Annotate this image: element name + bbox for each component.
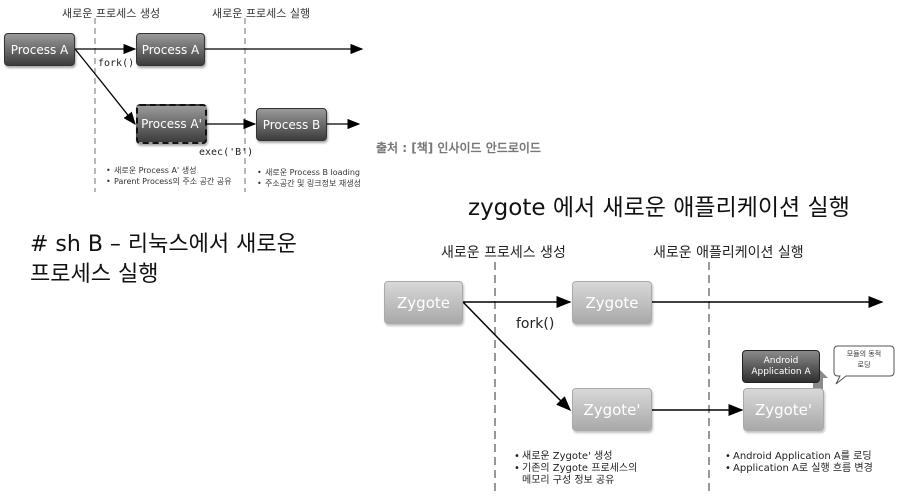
bottom-note-left-1: 새로운 Zygote' 생성 — [514, 451, 637, 463]
zygote-box-1: Zygote — [384, 281, 463, 324]
bottom-notes-left: 새로운 Zygote' 생성 기존의 Zygote 프로세스의 메모리 구성 정… — [512, 451, 637, 487]
bottom-header-create: 새로운 프로세스 생성 — [441, 245, 566, 261]
bottom-fork-label: fork() — [516, 316, 555, 332]
top-note-left-1: 새로운 Process A' 생성 — [106, 165, 232, 176]
callout-line-2: 로딩 — [857, 361, 871, 369]
top-exec-label: exec('B') — [199, 147, 254, 158]
callout-bubble-shape — [833, 345, 895, 385]
caption-left-line-2: 프로세스 실행 — [30, 262, 159, 287]
zygote-prime-box-1: Zygote' — [572, 388, 652, 431]
process-a-box-1: Process A — [4, 33, 75, 66]
bottom-note-right-2: Application A로 실행 흐름 변경 — [725, 463, 873, 475]
top-note-right-2: 주소공간 및 링크정보 재생성 — [257, 178, 361, 189]
bottom-header-exec: 새로운 애플리케이션 실행 — [653, 245, 804, 261]
bottom-note-left-2: 기존의 Zygote 프로세스의 — [514, 463, 637, 475]
callout-text: 모듈의 동적 로딩 — [836, 349, 892, 371]
process-aprime-box: Process A' — [136, 104, 207, 144]
top-notes-left: 새로운 Process A' 생성 Parent Process의 주소 공간 … — [104, 165, 232, 187]
caption-left-line-1: # sh B – 리눅스에서 새로운 — [30, 232, 297, 257]
zygote-box-2: Zygote — [572, 281, 652, 324]
bottom-notes-right: Android Application A를 로딩 Application A로… — [723, 451, 873, 475]
bottom-title: zygote 에서 새로운 애플리케이션 실행 — [468, 195, 850, 221]
source-credit: 출처 : [책] 인사이드 안드로이드 — [376, 141, 541, 155]
process-b-box: Process B — [256, 108, 327, 141]
top-fork-label: fork() — [98, 58, 135, 69]
top-header-exec: 새로운 프로세스 실행 — [212, 7, 311, 20]
top-header-create: 새로운 프로세스 생성 — [62, 7, 161, 20]
process-a-box-2: Process A — [136, 33, 205, 66]
top-notes-right: 새로운 Process B loading 주소공간 및 링크정보 재생성 — [255, 167, 361, 189]
top-arrow-fork — [74, 48, 136, 126]
callout-line-1: 모듈의 동적 — [846, 350, 882, 358]
android-app-box: Android Application A — [742, 350, 820, 383]
android-app-line-1: Android — [763, 355, 799, 366]
zygote-prime-box-2: Zygote' — [743, 388, 824, 431]
top-note-right-1: 새로운 Process B loading — [257, 167, 361, 178]
bottom-note-right-1: Android Application A를 로딩 — [725, 451, 873, 463]
top-note-left-2: Parent Process의 주소 공간 공유 — [106, 176, 232, 187]
android-app-line-2: Application A — [751, 366, 811, 377]
bottom-arrow-fork — [462, 301, 572, 412]
bottom-note-left-3: 메모리 구성 정보 공유 — [522, 475, 615, 486]
